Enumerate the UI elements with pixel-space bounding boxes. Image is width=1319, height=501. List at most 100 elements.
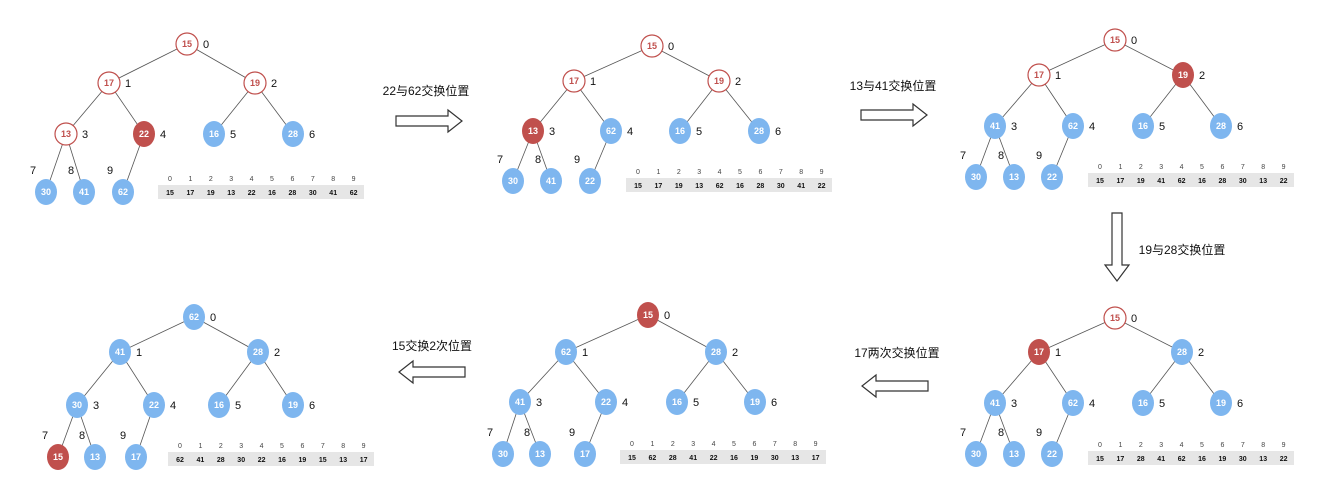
heap-index-label: 7	[42, 430, 48, 442]
heap-node-value: 30	[508, 176, 518, 186]
array-index: 5	[1200, 442, 1204, 449]
array-index: 8	[341, 443, 345, 450]
heap-index-label: 4	[1089, 121, 1095, 133]
heap-node-value: 30	[72, 400, 82, 410]
array-value: 22	[818, 183, 826, 190]
heap-node-value: 17	[104, 78, 114, 88]
array-value: 22	[1280, 456, 1288, 463]
heap-index-label: 4	[1089, 398, 1095, 410]
heap-index-label: 1	[1055, 70, 1061, 82]
heap-index-label: 2	[1199, 70, 1205, 82]
heap-node: 307	[30, 165, 57, 205]
tree-edge	[1038, 39, 1116, 76]
array-value: 30	[1239, 456, 1247, 463]
heap-node: 17 1	[97, 71, 131, 95]
heap-index-label: 0	[203, 39, 209, 51]
heap-index-label: 8	[998, 427, 1004, 439]
heap-index-label: 5	[235, 400, 241, 412]
array-value: 15	[319, 457, 327, 464]
heap-index-label: 3	[536, 397, 542, 409]
heap-index-label: 1	[125, 78, 131, 90]
heap-node-value: 28	[754, 126, 764, 136]
array-index: 0	[630, 441, 634, 448]
array-value: 41	[329, 190, 337, 197]
array-index: 8	[331, 176, 335, 183]
tree-edge	[186, 43, 256, 84]
heap-index-label: 1	[582, 347, 588, 359]
array-index: 8	[1261, 442, 1265, 449]
heap-node: 138	[79, 430, 106, 470]
heap-node-value: 41	[515, 397, 525, 407]
heap-node-value: 28	[1216, 121, 1226, 131]
heap-index-label: 2	[1198, 347, 1204, 359]
array-index: 4	[260, 443, 264, 450]
tree-edge	[1114, 317, 1183, 353]
heap-node-value: 19	[1178, 70, 1188, 80]
heap-node-value: 15	[182, 39, 192, 49]
array-value: 16	[278, 457, 286, 464]
array-value: 22	[1280, 178, 1288, 185]
heap-node-value: 17	[1034, 347, 1044, 357]
heap-node-value: 16	[1138, 398, 1148, 408]
array-index: 3	[697, 169, 701, 176]
heap-node-value: 62	[189, 312, 199, 322]
heap-index-label: 4	[170, 400, 176, 412]
heap-index-label: 9	[1036, 150, 1042, 162]
heap-node-value: 15	[647, 41, 657, 51]
array-index: 6	[290, 176, 294, 183]
array-value: 41	[1157, 456, 1165, 463]
heap-index-label: 8	[68, 165, 74, 177]
heap-index-label: 6	[771, 397, 777, 409]
heap-index-label: 3	[1011, 121, 1017, 133]
array-value: 22	[258, 457, 266, 464]
tree-edge	[573, 45, 653, 82]
heap-index-label: 8	[998, 150, 1004, 162]
heap-node: 157	[42, 430, 69, 470]
array-index: 3	[1159, 442, 1163, 449]
heap-node-value: 17	[1034, 70, 1044, 80]
step-caption: 13与41交换位置	[850, 78, 937, 93]
array-value: 17	[1117, 178, 1125, 185]
heap-index-label: 5	[693, 397, 699, 409]
array-value: 17	[1117, 456, 1125, 463]
step-arrow	[395, 108, 463, 134]
heap-index-label: 6	[775, 126, 781, 138]
array-index: 5	[732, 441, 736, 448]
array-index: 5	[738, 169, 742, 176]
array-value: 19	[675, 183, 683, 190]
array-index: 5	[270, 176, 274, 183]
array-index: 6	[1220, 442, 1224, 449]
array-value: 28	[1137, 456, 1145, 463]
heap-node-value: 13	[1009, 172, 1019, 182]
tree-edge	[108, 43, 188, 84]
heap-node-value: 19	[250, 78, 260, 88]
array-value: 19	[299, 457, 307, 464]
heap-node-value: 16	[1138, 121, 1148, 131]
heap-index-label: 0	[664, 310, 670, 322]
heap-node-value: 41	[990, 398, 1000, 408]
heap-node-value: 13	[528, 126, 538, 136]
tree-edge	[1038, 317, 1116, 353]
heap-index-label: 0	[210, 312, 216, 324]
